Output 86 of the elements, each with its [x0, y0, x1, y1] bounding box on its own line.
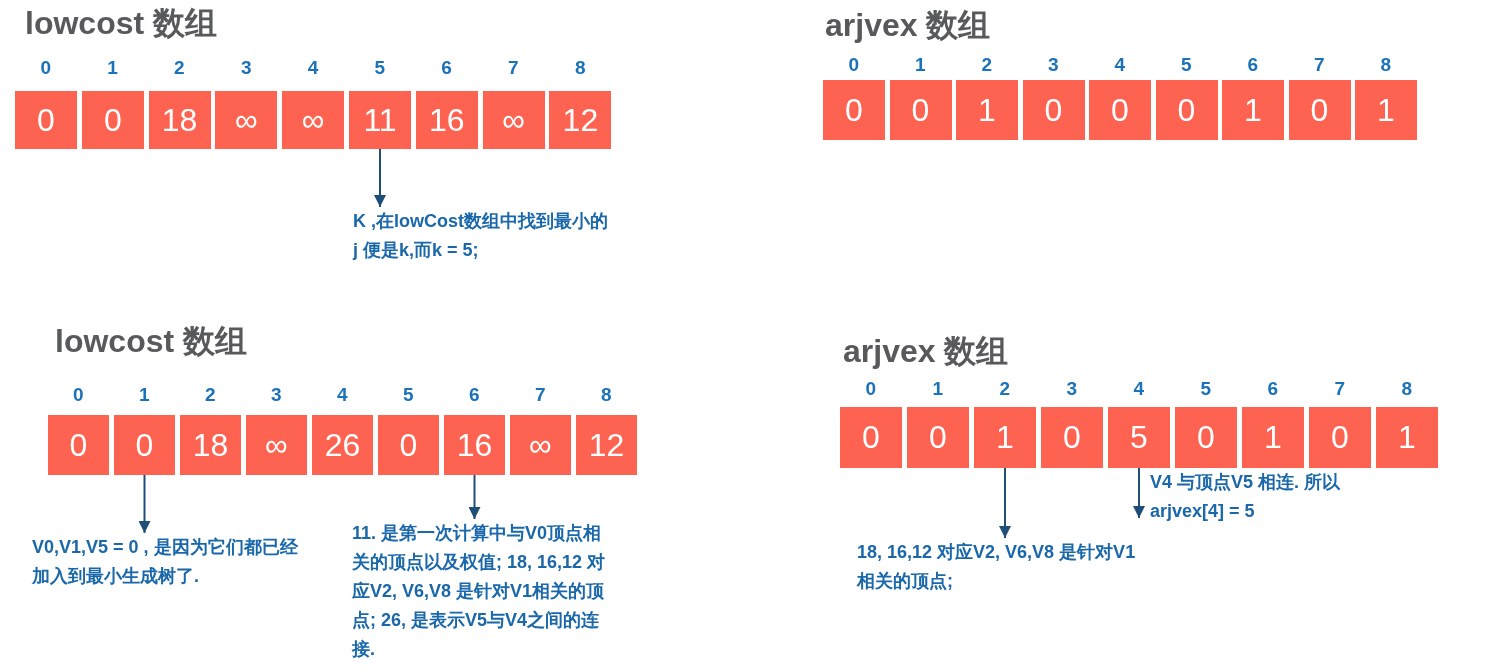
index-number: 0 — [865, 378, 877, 400]
array-cell: ∞ — [246, 415, 307, 475]
array-cell: ∞ — [282, 91, 345, 149]
index-number: 8 — [601, 384, 612, 406]
array-heading: arjvex 数组 — [825, 6, 991, 44]
index-number: 3 — [1048, 54, 1059, 76]
annotation-text: V0,V1,V5 = 0 , 是因为它们都已经加入到最小生成树了. — [32, 533, 304, 591]
array-cell: 0 — [889, 80, 952, 140]
index-number: 2 — [205, 384, 216, 406]
arrow — [374, 148, 386, 208]
array-cell: ∞ — [215, 91, 278, 149]
array-cell: 1 — [1242, 407, 1304, 468]
index-number: 2 — [981, 54, 993, 76]
index-number: 6 — [469, 384, 480, 406]
array-cell: 0 — [1041, 407, 1103, 468]
index-number: 5 — [1200, 378, 1212, 400]
array-cell: 0 — [378, 415, 439, 475]
arrow — [1133, 467, 1145, 519]
index-number: 8 — [1380, 54, 1392, 76]
annotation-text: V4 与顶点V5 相连. 所以arjvex[4] = 5 — [1150, 468, 1350, 526]
annotation-text: K ,在lowCost数组中找到最小的j 便是k,而k = 5; — [353, 207, 610, 265]
index-number: 3 — [1066, 378, 1078, 400]
array-cell: 0 — [1175, 407, 1237, 468]
array-heading: lowcost 数组 — [25, 4, 217, 42]
array-cell: 18 — [148, 91, 211, 149]
index-number: 7 — [1334, 378, 1346, 400]
array-cell: 0 — [1309, 407, 1371, 468]
array-cell: 0 — [1155, 80, 1218, 140]
index-number: 7 — [1314, 54, 1325, 76]
array-cell: 18 — [180, 415, 241, 475]
arrow — [999, 467, 1011, 539]
annotation-text: 11. 是第一次计算中与V0顶点相关的顶点以及权值; 18, 16,12 对应V2, V6,V8 是针对V1相关的顶点; 26, 是表示V5与V4之间的连接. — [352, 519, 614, 664]
index-number: 4 — [1114, 54, 1126, 76]
array-cell: 1 — [956, 80, 1018, 140]
array-cell: 1 — [1222, 80, 1284, 140]
index-number: 1 — [932, 378, 944, 400]
array-cell: 0 — [907, 407, 969, 468]
array-cell: 0 — [114, 415, 175, 475]
array-cell: 12 — [576, 415, 637, 475]
array-cell: 0 — [81, 91, 144, 149]
index-number: 2 — [999, 378, 1011, 400]
index-number: 0 — [73, 384, 84, 406]
index-number: 7 — [508, 57, 519, 79]
array-cell: 0 — [1089, 80, 1151, 140]
array-cell: 16 — [415, 91, 478, 149]
index-number: 2 — [174, 57, 185, 79]
index-number: 0 — [40, 57, 52, 79]
array-heading: lowcost 数组 — [55, 322, 247, 360]
array-cell: 0 — [823, 80, 885, 140]
array-cell: 0 — [1022, 80, 1085, 140]
index-number: 5 — [1181, 54, 1192, 76]
array-cell: 12 — [549, 91, 612, 149]
index-number: 0 — [848, 54, 860, 76]
array-cell: 11 — [349, 91, 411, 149]
index-number: 3 — [271, 384, 282, 406]
index-number: 7 — [535, 384, 546, 406]
annotation-text: 18, 16,12 对应V2, V6,V8 是针对V1相关的顶点; — [857, 538, 1142, 596]
index-number: 5 — [403, 384, 414, 406]
array-cell: 26 — [312, 415, 373, 475]
arrow — [468, 474, 481, 520]
index-number: 6 — [1247, 54, 1259, 76]
array-cell: 5 — [1108, 407, 1170, 468]
array-cell: 1 — [1355, 80, 1417, 140]
array-cell: 0 — [1288, 80, 1351, 140]
index-number: 6 — [441, 57, 452, 79]
index-number: 1 — [107, 57, 118, 79]
index-number: 1 — [915, 54, 926, 76]
array-cell: 0 — [15, 91, 77, 149]
array-cell: 16 — [444, 415, 505, 475]
array-cell: 1 — [974, 407, 1036, 468]
index-number: 3 — [240, 57, 252, 79]
index-number: 8 — [574, 57, 586, 79]
array-cell: 0 — [48, 415, 109, 475]
arrow — [138, 474, 151, 534]
index-number: 6 — [1267, 378, 1279, 400]
index-number: 1 — [139, 384, 150, 406]
array-cell: 1 — [1376, 407, 1438, 468]
array-heading: arjvex 数组 — [843, 332, 1009, 370]
array-cell: ∞ — [482, 91, 545, 149]
index-number: 4 — [307, 57, 319, 79]
index-number: 4 — [337, 384, 348, 406]
array-cell: 0 — [840, 407, 902, 468]
index-number: 4 — [1133, 378, 1145, 400]
array-cell: ∞ — [510, 415, 571, 475]
index-number: 5 — [374, 57, 386, 79]
index-number: 8 — [1401, 378, 1413, 400]
